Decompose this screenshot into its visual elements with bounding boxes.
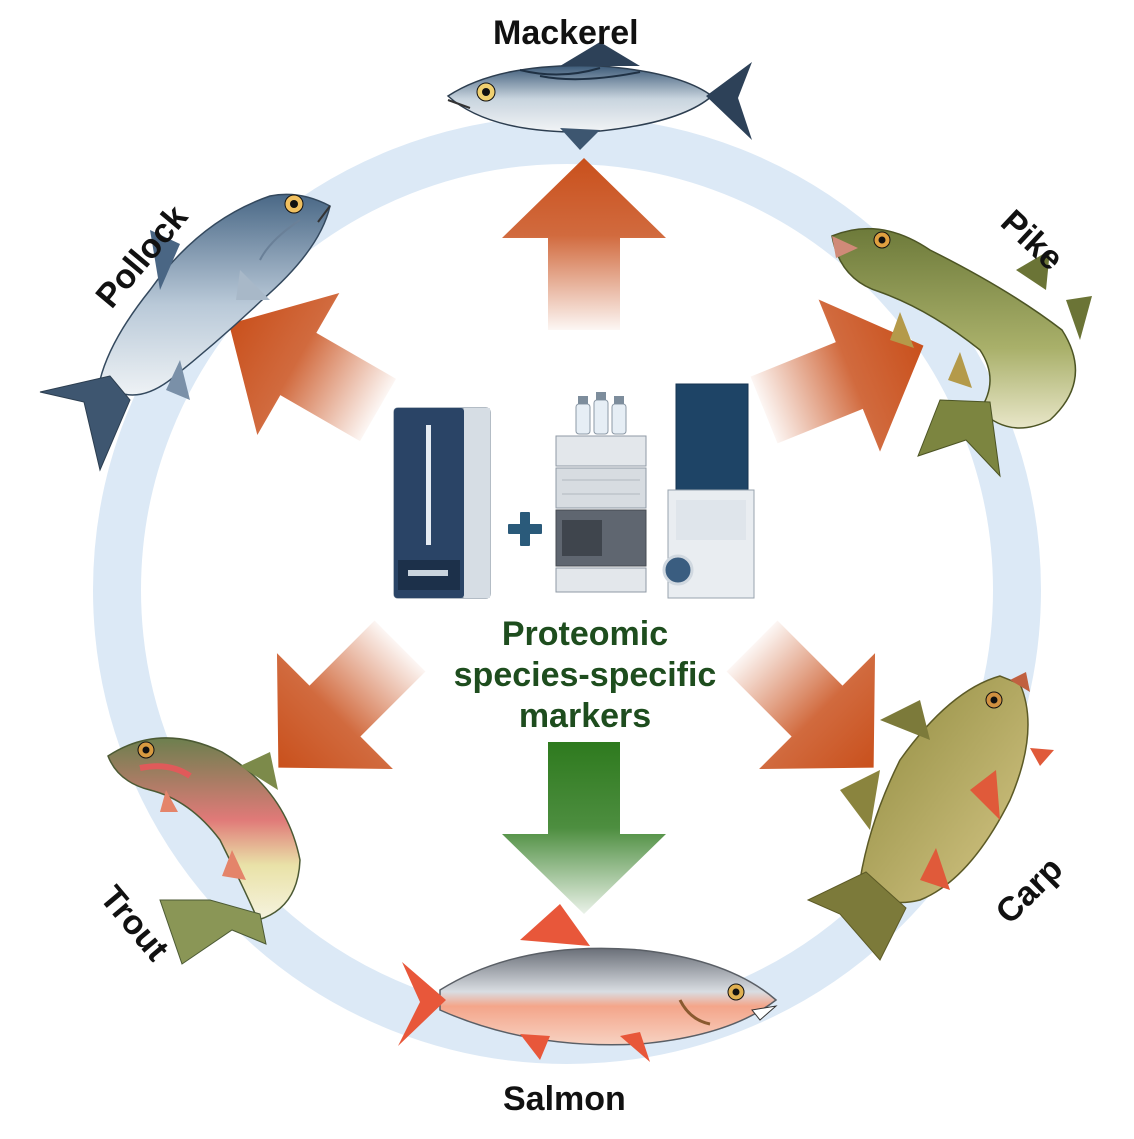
arrow-to-salmon [502, 742, 666, 914]
arrow-to-carp [726, 620, 876, 770]
plus-icon [508, 512, 542, 546]
label-mackerel: Mackerel [493, 14, 639, 52]
pike-illustration [831, 227, 1092, 478]
center-caption-line-3: markers [518, 697, 652, 735]
arrow-to-pollock [229, 292, 396, 442]
trout-illustration [107, 737, 301, 965]
pollock-illustration [39, 193, 331, 472]
center-caption: Proteomic species-specific markers [400, 614, 770, 737]
mackerel-illustration [446, 42, 752, 150]
arrow-to-trout [276, 620, 426, 770]
arrow-to-mackerel [502, 158, 666, 330]
mass-spectrometer-icon [393, 407, 491, 599]
lc-ms-system-icon [555, 383, 755, 599]
label-salmon: Salmon [503, 1080, 626, 1118]
center-caption-line-2: species-specific [453, 656, 717, 694]
arrow-to-pike [750, 299, 924, 452]
salmon-illustration [398, 904, 778, 1062]
center-caption-line-1: Proteomic [501, 615, 669, 653]
carp-illustration [806, 672, 1054, 961]
